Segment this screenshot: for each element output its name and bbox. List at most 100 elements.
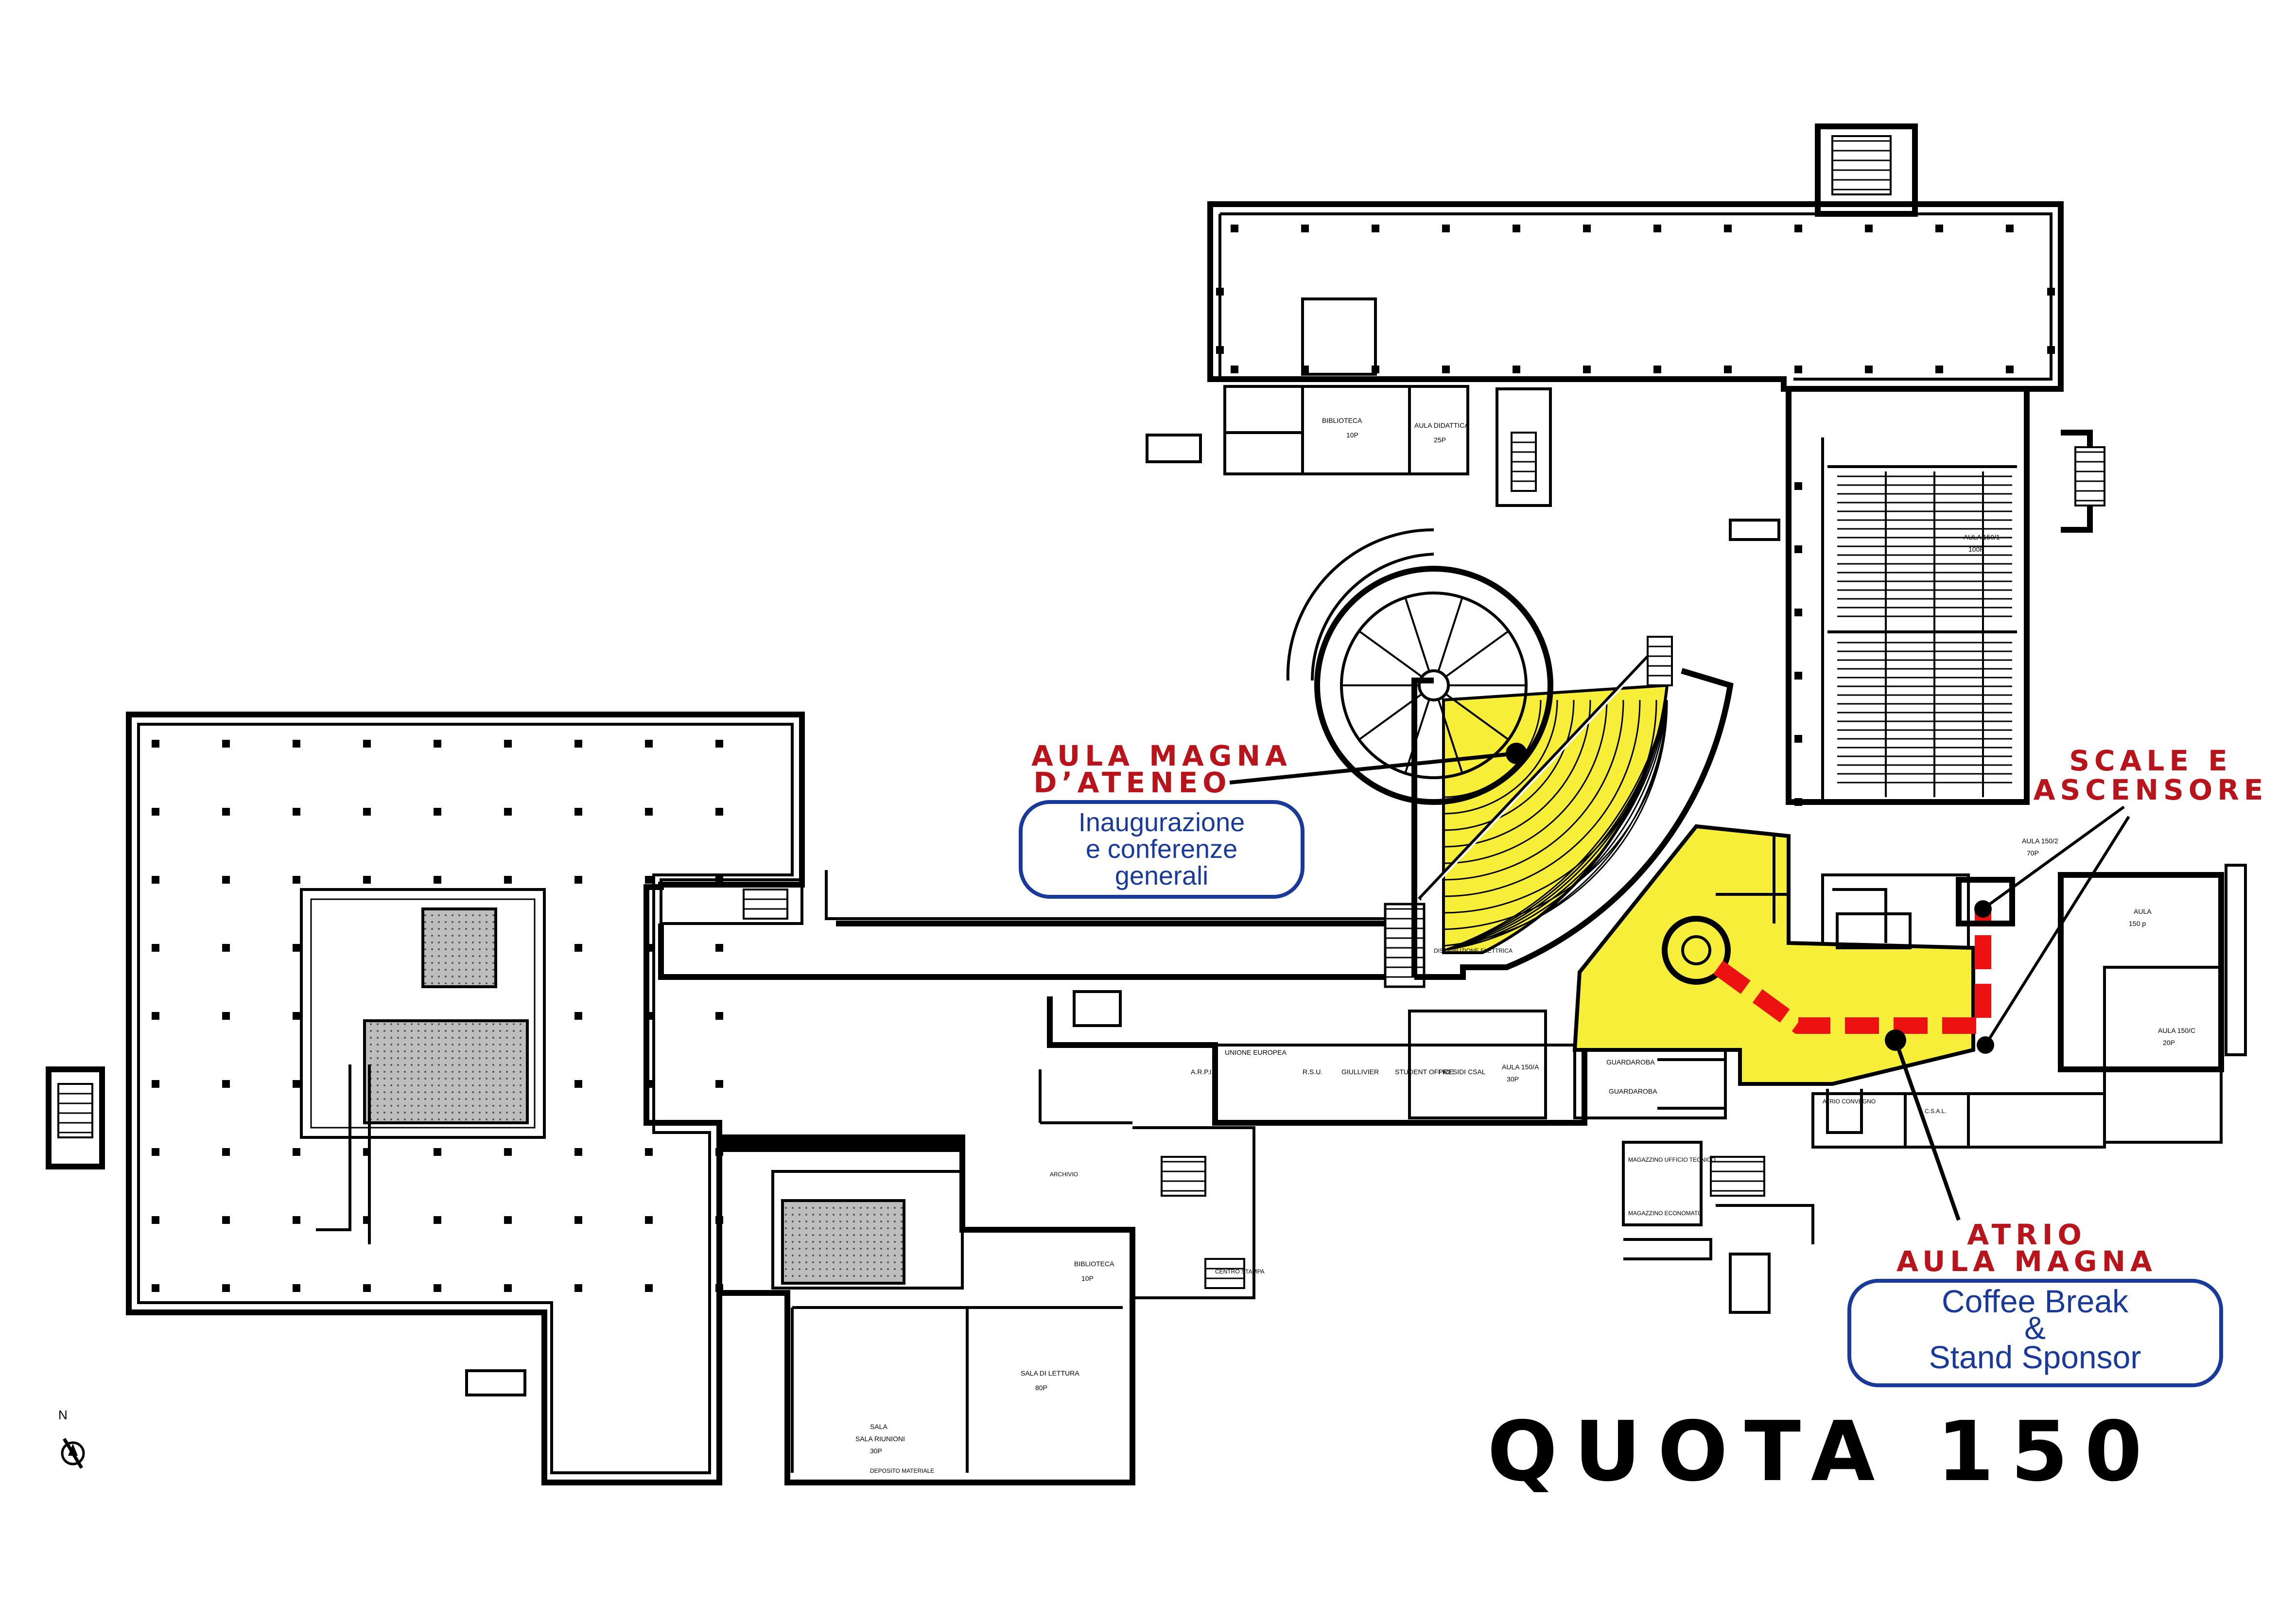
column-dot: [1794, 366, 1802, 373]
column-dot: [2047, 346, 2055, 354]
column-dot: [645, 1216, 653, 1224]
room-giullivier: GIULLIVIER: [1341, 1068, 1379, 1076]
column-dot: [2006, 225, 2014, 232]
column-dot: [645, 808, 653, 816]
room-aula-150-a: AULA 150/A: [1502, 1063, 1539, 1071]
column-dot: [152, 876, 159, 884]
column-dot: [1935, 225, 1943, 232]
aula-seat-row: [1443, 699, 1668, 947]
seat-rows: [1837, 471, 2012, 797]
room-aula-150-a-cap: 30P: [1507, 1075, 1519, 1083]
column-dot: [363, 1148, 371, 1156]
column-dot: [1724, 366, 1732, 373]
column-dot: [2047, 288, 2055, 296]
callout-atrio-line2: AULA MAGNA: [1896, 1245, 2157, 1278]
room-guardaroba-1: GUARDAROBA: [1606, 1058, 1655, 1066]
column-dot: [504, 1284, 512, 1292]
callout-scale: SCALE E ASCENSORE: [2034, 744, 2268, 806]
room-centro-stampa: CENTRO STAMPA: [1215, 1268, 1265, 1275]
column-dot: [1301, 225, 1309, 232]
room-aula-150-2: AULA 150/2: [2022, 837, 2058, 845]
callout-atrio: ATRIO AULA MAGNA Coffee Break & Stand Sp…: [1847, 1218, 2223, 1387]
aula-seat-row: [1443, 699, 1668, 951]
column-dot: [152, 1012, 159, 1020]
column-dot: [1794, 609, 1802, 616]
leader-lines: [1229, 743, 2130, 1221]
column-dot: [222, 1012, 230, 1020]
column-dot: [1216, 346, 1224, 354]
room-biblioteca-mid-cap: 10P: [1081, 1274, 1094, 1282]
aula-seat-row: [1443, 699, 1575, 831]
callout-scale-line2: ASCENSORE: [2034, 773, 2268, 806]
top-building: [1146, 123, 2064, 541]
callout-atrio-box: [1847, 1279, 2223, 1387]
rotunda-spoke: [1445, 630, 1509, 678]
room-sala-bottom: SALA: [870, 1423, 887, 1430]
column-dot: [574, 1080, 582, 1088]
column-dot: [1653, 225, 1661, 232]
room-atrio-convegni: ATRIO CONVEGNO: [1823, 1098, 1876, 1105]
column-dot: [222, 876, 230, 884]
corridor: [658, 870, 1587, 1126]
column-dot: [434, 1148, 441, 1156]
room-aula-right-cap: 150 p: [2129, 920, 2146, 927]
rotunda-spoke: [1404, 698, 1430, 774]
room-presidi: PRESIDI: [1439, 1068, 1466, 1076]
room-arpi: A.R.P.I.: [1191, 1068, 1213, 1076]
column-dot: [1372, 366, 1379, 373]
column-dot: [715, 876, 723, 884]
column-dot: [645, 1080, 653, 1088]
north-arrow: N: [58, 1408, 85, 1469]
column-dot: [293, 1216, 300, 1224]
room-sala-lettura-cap: 80P: [1035, 1384, 1047, 1392]
room-deposito: DEPOSITO MATERIALE: [870, 1467, 934, 1474]
callout-atrio-desc3: Stand Sponsor: [1929, 1339, 2141, 1375]
column-dot: [293, 1080, 300, 1088]
room-rsu: R.S.U.: [1303, 1068, 1322, 1076]
callout-aula-magna-box: [1019, 800, 1305, 899]
column-dot: [1231, 366, 1238, 373]
route-path: [1713, 909, 1991, 1034]
column-dot: [715, 1012, 723, 1020]
column-dot: [1794, 735, 1802, 743]
room-aula-150-1-cap: 100P: [1968, 545, 1984, 553]
north-label: N: [58, 1408, 68, 1422]
column-dot: [645, 1148, 653, 1156]
column-dot: [1513, 366, 1520, 373]
column-dot: [645, 1012, 653, 1020]
room-aula-didattica-cap: 25P: [1434, 436, 1446, 444]
aula-seat-row: [1443, 699, 1641, 897]
room-csal-2: C.S.A.L.: [1925, 1108, 1947, 1115]
column-dot: [574, 1284, 582, 1292]
aula-magna: [1286, 528, 1734, 980]
column-dot: [574, 740, 582, 748]
room-aula-didattica: AULA DIDATTICA: [1414, 421, 1469, 429]
column-dot: [1794, 798, 1802, 806]
column-dot: [574, 1216, 582, 1224]
callout-atrio-desc1: Coffee Break: [1942, 1283, 2129, 1319]
column-dot: [293, 1148, 300, 1156]
room-magazzino-2: MAGAZZINO ECONOMATO: [1628, 1210, 1702, 1217]
aula-seat-row: [1443, 699, 1624, 881]
callout-aula-magna-desc1: Inaugurazione: [1078, 808, 1245, 837]
callout-scale-line1: SCALE E: [2069, 744, 2232, 777]
column-dot: [1794, 672, 1802, 680]
right-lecture-block: [1622, 389, 2247, 1314]
column-dot: [222, 740, 230, 748]
column-dot: [152, 1080, 159, 1088]
left-building: [46, 712, 805, 1485]
column-dot: [574, 1012, 582, 1020]
aula-seat-row: [1443, 699, 1668, 951]
rotunda-spoke: [1404, 597, 1430, 672]
column-dot: [293, 1284, 300, 1292]
aula-seat-row: [1443, 699, 1591, 848]
room-aula-150-c-cap: 20P: [2163, 1039, 2175, 1046]
column-dot: [2006, 366, 2014, 373]
column-dot: [1231, 225, 1238, 232]
rotunda-spokes: [1341, 597, 1526, 774]
column-dot: [152, 1148, 159, 1156]
column-dot: [152, 944, 159, 952]
column-dot: [293, 876, 300, 884]
room-distribuzione-elettrica: DISTRIBUZIONE ELETTRICA: [1434, 947, 1513, 954]
